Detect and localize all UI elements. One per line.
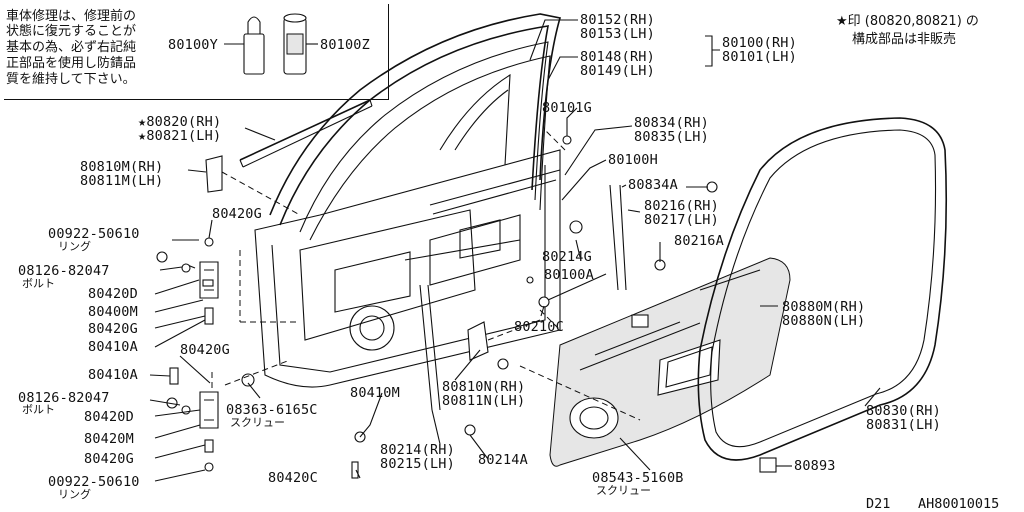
part-label: 80149(LH)	[580, 63, 655, 79]
part-label: ★80820(RH)	[138, 114, 222, 130]
part-label: 80835(LH)	[634, 129, 709, 145]
window-regulator	[404, 184, 627, 411]
part-label: 80210C	[514, 319, 564, 335]
part-desc: リング	[58, 240, 91, 253]
part-label: 80152(RH)	[580, 12, 655, 28]
door-hinge-upper	[199, 261, 219, 325]
part-label: 80101(LH)	[722, 49, 797, 65]
part-label: 80217(LH)	[644, 212, 719, 228]
repair-note-line: 基本の為、必ず右記純	[6, 40, 137, 55]
part-label: 80811M(LH)	[80, 173, 164, 189]
part-label: 80811N(LH)	[442, 393, 526, 409]
part-label: 80153(LH)	[580, 26, 655, 42]
part-label: 80831(LH)	[866, 417, 941, 433]
repair-note-line: 正部品を使用し防錆品	[6, 56, 137, 71]
illustration-code: AH80010015	[918, 496, 1000, 512]
non-sale-note-line2: 構成部品は非販売	[852, 32, 957, 47]
part-label: 80148(RH)	[580, 49, 655, 65]
leader-lines	[149, 19, 881, 482]
part-label: 80893	[794, 458, 836, 474]
repair-note-line: 車体修理は、修理前の	[6, 9, 137, 24]
part-label: 08126-82047	[18, 390, 110, 406]
section-code: D21	[866, 496, 891, 512]
part-label: 80101G	[542, 100, 592, 116]
door-inner-panel	[254, 149, 561, 388]
part-label: 80420G	[84, 451, 134, 467]
part-label: 80400M	[88, 304, 138, 320]
part-label: 80216(RH)	[644, 198, 719, 214]
part-label: 80420G	[212, 206, 262, 222]
part-label: 80420G	[180, 342, 230, 358]
part-label: ★80821(LH)	[138, 128, 222, 144]
part-label: 80420D	[88, 286, 138, 302]
repair-note-line: 質を維持して下さい。	[6, 72, 136, 87]
repair-note-box	[4, 4, 389, 100]
part-label: 08543-5160B	[592, 470, 684, 486]
part-label: 80100Z	[320, 37, 370, 53]
part-label: 80100A	[544, 267, 594, 283]
part-label: 80830(RH)	[866, 403, 941, 419]
part-label: 80410A	[88, 339, 138, 355]
part-label: 80215(LH)	[380, 456, 455, 472]
part-label: 80410A	[88, 367, 138, 383]
part-label: 80214(RH)	[380, 442, 455, 458]
part-label: 00922-50610	[48, 474, 140, 490]
touch-up-spray-can	[283, 13, 307, 75]
part-label: 80410M	[350, 385, 400, 401]
part-label: 80880M(RH)	[782, 299, 866, 315]
part-label: 80420M	[84, 431, 134, 447]
part-label: 80880N(LH)	[782, 313, 866, 329]
part-label: 08363-6165C	[226, 402, 318, 418]
part-desc: ボルト	[22, 403, 55, 416]
part-label: 80216A	[674, 233, 724, 249]
part-label: 80810N(RH)	[442, 379, 526, 395]
door-check-bracket	[205, 155, 489, 361]
part-desc: スクリュー	[230, 416, 285, 429]
door-trim-panel	[549, 257, 791, 467]
door-hinge-lower	[169, 367, 219, 453]
body-side-weatherstrip	[697, 117, 948, 461]
part-label: 80214G	[542, 249, 592, 265]
part-label: 80100H	[608, 152, 658, 168]
door-weatherstrip	[239, 99, 373, 168]
part-label: 80834(RH)	[634, 115, 709, 131]
part-label: 80420D	[84, 409, 134, 425]
part-label: 00922-50610	[48, 226, 140, 242]
part-label: 80420G	[88, 321, 138, 337]
non-sale-note-line1: ★印 (80820,80821) の	[836, 14, 979, 29]
touch-up-paint-bottle	[243, 16, 265, 75]
part-label: 80810M(RH)	[80, 159, 164, 175]
part-label: 80100Y	[168, 37, 218, 53]
repair-note-line: 状態に復元することが	[6, 24, 137, 39]
part-label: 80420C	[268, 470, 318, 486]
part-desc: ボルト	[22, 277, 55, 290]
part-label: 80100(RH)	[722, 35, 797, 51]
part-label: 08126-82047	[18, 263, 110, 279]
part-desc: リング	[58, 488, 91, 501]
part-desc: スクリュー	[596, 484, 651, 497]
part-label: 80214A	[478, 452, 528, 468]
part-label: 80834A	[628, 177, 678, 193]
